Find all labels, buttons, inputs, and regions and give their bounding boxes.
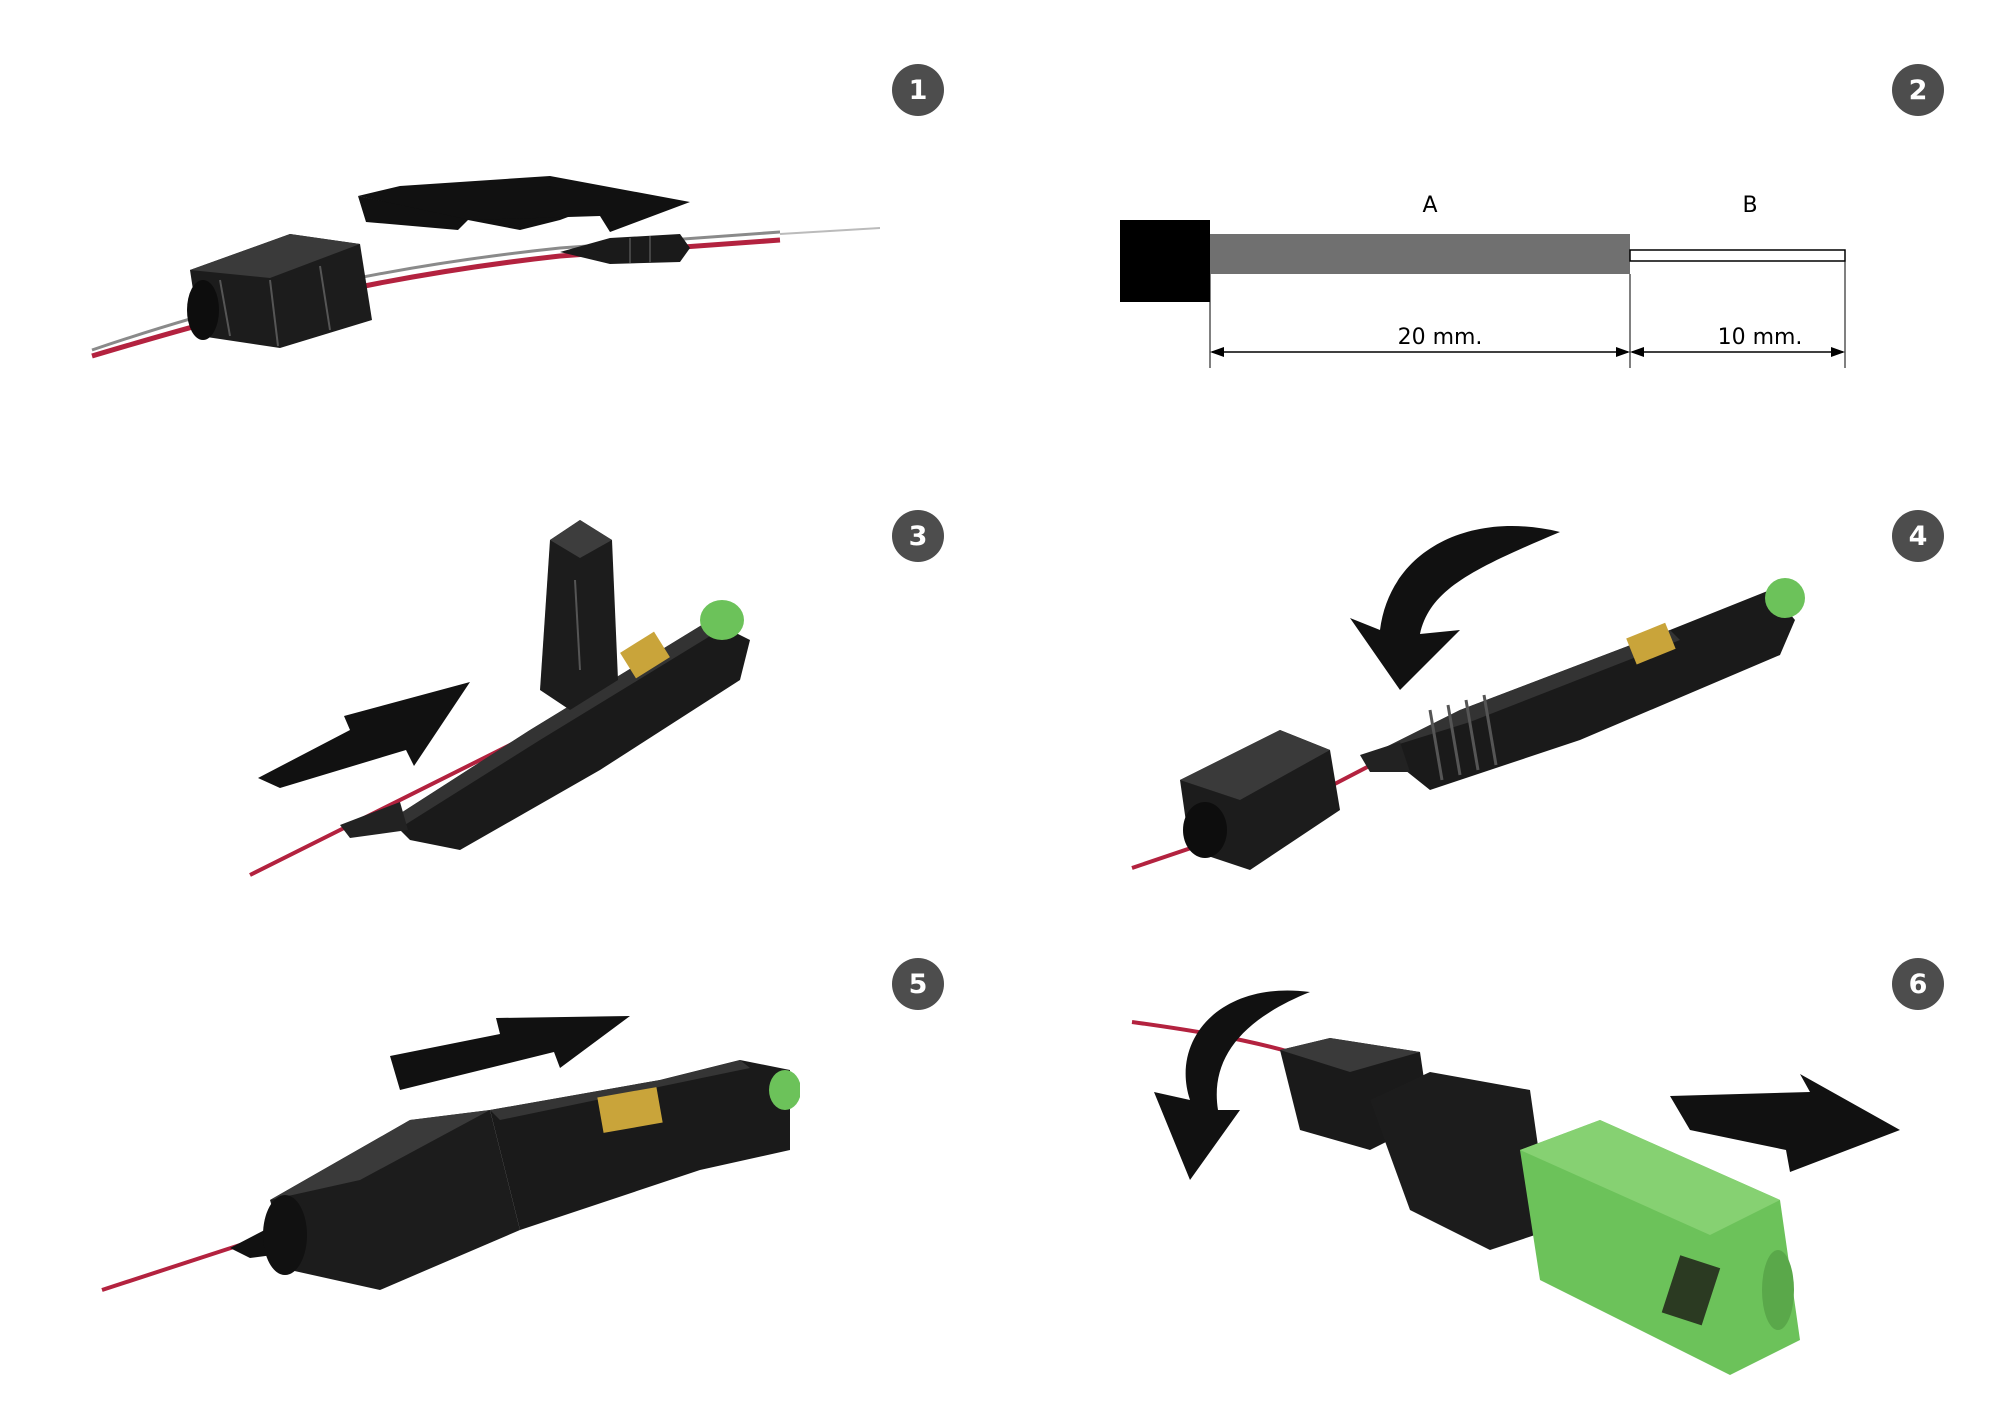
step-badge-6: 6	[1892, 958, 1944, 1010]
arrow-right-icon	[258, 682, 470, 788]
step-badge-3: 3	[892, 510, 944, 562]
arrow-right-icon	[390, 1016, 630, 1090]
step-5-illustration	[100, 1000, 801, 1330]
step-4-illustration	[1130, 510, 1830, 880]
curved-arrow-icon	[1350, 526, 1560, 690]
label-b: B	[1742, 193, 1757, 218]
step-badge-2: 2	[1892, 64, 1944, 116]
label-a: A	[1422, 193, 1437, 218]
step-badge-4: 4	[1892, 510, 1944, 562]
double-arrow-icon	[358, 176, 690, 232]
jacket-block	[1120, 220, 1210, 302]
step-3-illustration	[240, 520, 780, 880]
step-6-illustration	[1130, 980, 1910, 1390]
bare-fiber-segment	[1629, 249, 1846, 262]
step-badge-5: 5	[892, 958, 944, 1010]
step-1-illustration	[90, 160, 881, 380]
coating-segment	[1210, 234, 1630, 274]
nut-part	[187, 234, 372, 348]
length-b: 10 mm.	[1718, 325, 1803, 350]
strip-length-diagram: A B 20 mm. 10 mm.	[1100, 180, 1900, 380]
length-a: 20 mm.	[1398, 325, 1483, 350]
nut-part	[1180, 730, 1340, 870]
sc-housing	[1520, 1120, 1800, 1375]
arrow-right-icon	[1670, 1074, 1900, 1172]
step-badge-1: 1	[892, 64, 944, 116]
curved-arrow-icon	[1154, 990, 1310, 1180]
